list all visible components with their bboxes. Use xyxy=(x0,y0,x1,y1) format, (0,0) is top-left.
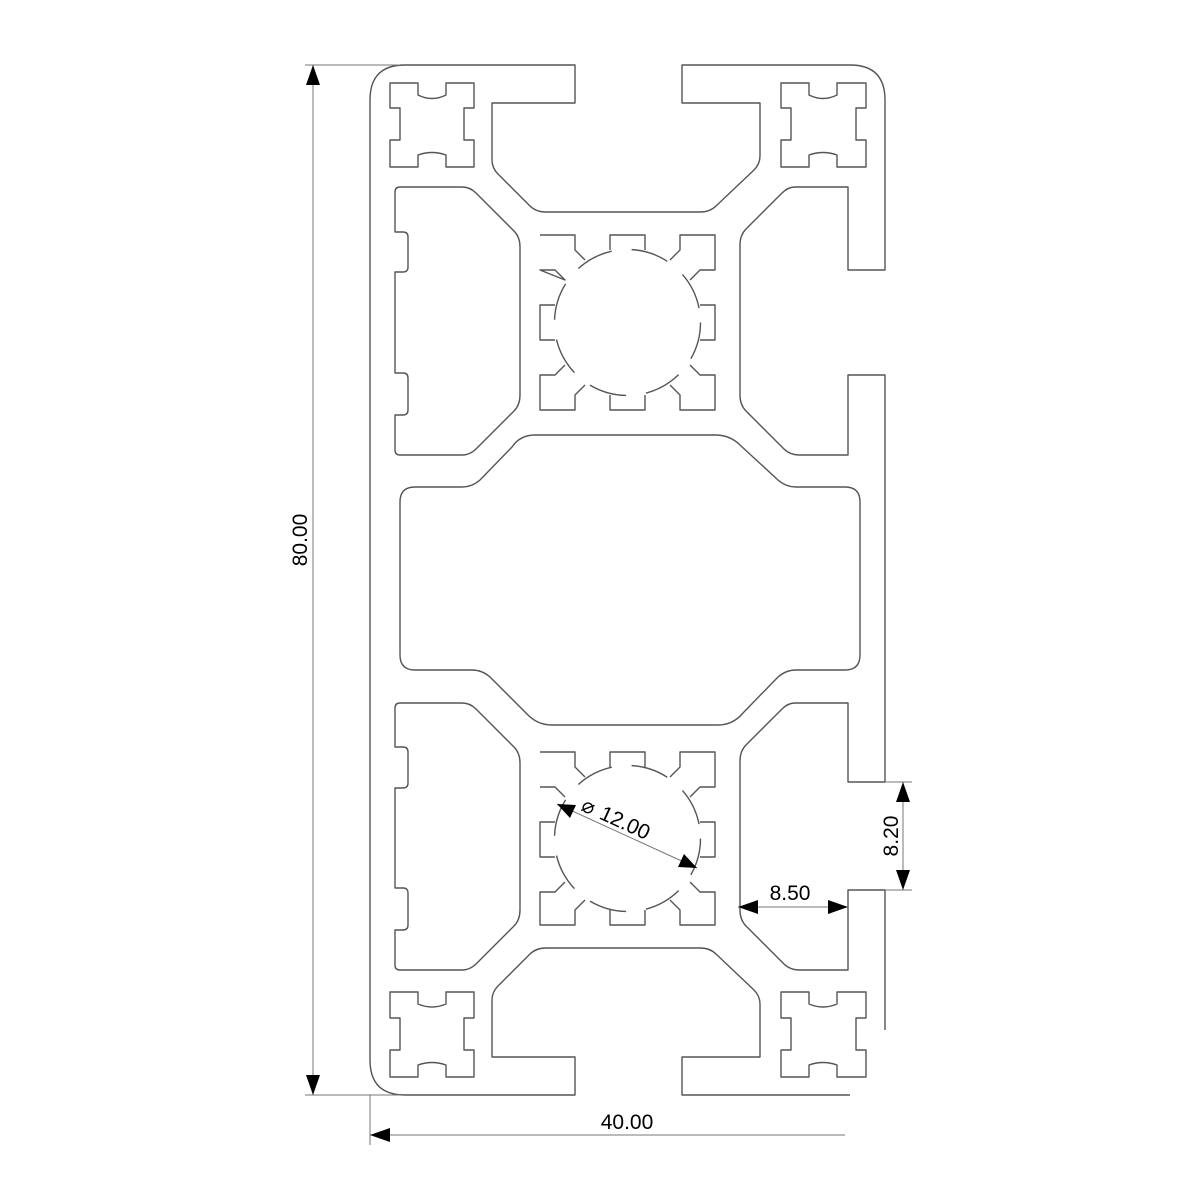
left-upper-pocket xyxy=(394,186,521,456)
width-label: 40.00 xyxy=(601,1111,654,1134)
slot-depth-dimension: 8.50 xyxy=(738,882,848,914)
corner-slots xyxy=(389,82,867,1078)
height-dimension: 80.00 xyxy=(289,64,400,1096)
core-diameter-dimension: ⌀ 12.00 xyxy=(556,794,698,869)
lower-core-slot xyxy=(539,751,716,926)
slot-depth-label: 8.50 xyxy=(770,882,811,905)
left-lower-pocket xyxy=(394,702,521,971)
slot-opening-label: 8.20 xyxy=(880,816,903,857)
center-pocket xyxy=(399,434,861,726)
height-label: 80.00 xyxy=(289,514,312,567)
outer-contour xyxy=(369,64,886,1096)
width-dimension: 40.00 xyxy=(369,1095,845,1145)
core-diameter-label: 12.00 xyxy=(596,802,653,845)
upper-core-slot xyxy=(539,234,716,411)
diameter-symbol: ⌀ xyxy=(578,794,599,820)
slot-opening-dimension: 8.20 xyxy=(880,781,912,891)
